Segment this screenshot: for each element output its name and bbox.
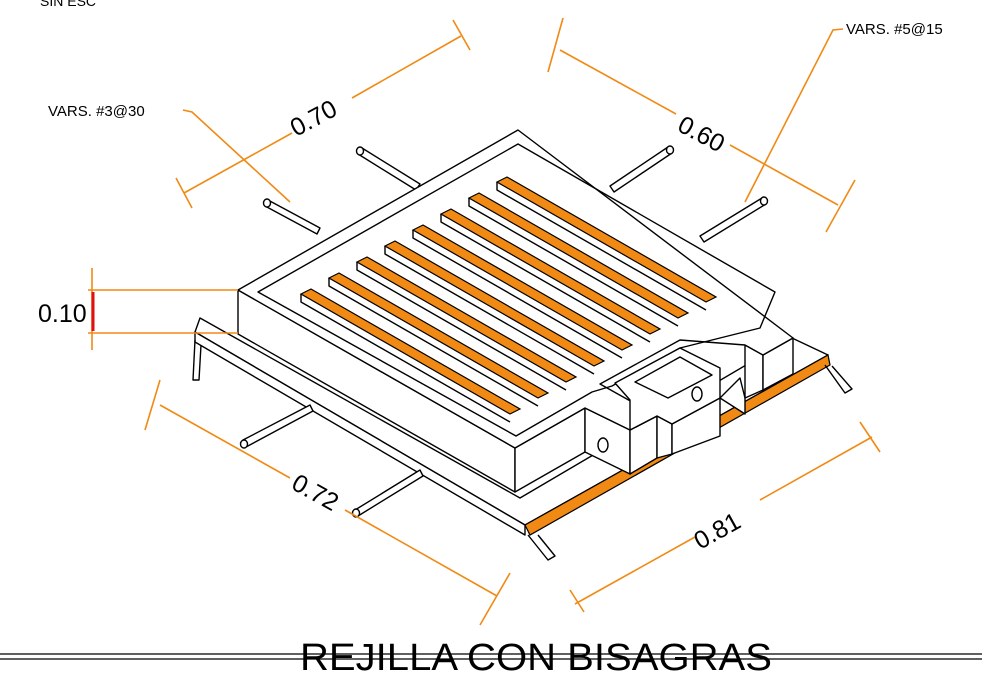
dim-line bbox=[159, 404, 291, 479]
leader-left bbox=[182, 109, 291, 203]
dim-line bbox=[574, 536, 696, 605]
dim-text-bottom-right: 0.81 bbox=[689, 507, 745, 555]
dim-tick bbox=[479, 572, 511, 626]
leader-right bbox=[744, 28, 844, 203]
top-cut-label: SIN ESC bbox=[40, 0, 96, 9]
dim-tick bbox=[825, 179, 856, 233]
dim-text-top-right: 0.60 bbox=[673, 111, 729, 159]
slot bbox=[355, 256, 578, 391]
slot bbox=[327, 272, 550, 407]
slot bbox=[383, 240, 606, 375]
dimension-lines bbox=[88, 17, 881, 626]
drawing-title: REJILLA CON BISAGRAS bbox=[300, 637, 772, 677]
dim-line bbox=[559, 49, 677, 115]
dim-line bbox=[344, 509, 498, 597]
grate-slots bbox=[299, 176, 718, 423]
slot bbox=[495, 176, 718, 311]
rebar-label-right: VARS. #5@15 bbox=[846, 21, 943, 38]
dim-line bbox=[729, 144, 839, 206]
slot bbox=[411, 224, 634, 359]
slot bbox=[439, 208, 662, 343]
dim-line bbox=[759, 436, 873, 501]
dim-text-height: 0.10 bbox=[38, 300, 87, 328]
dim-text-bottom-left: 0.72 bbox=[287, 469, 343, 517]
dim-tick bbox=[452, 19, 471, 51]
dim-tick bbox=[547, 17, 564, 73]
dim-tick bbox=[569, 589, 585, 613]
slot bbox=[299, 288, 522, 423]
leader-lines bbox=[182, 28, 844, 203]
dim-text-top-left: 0.70 bbox=[286, 95, 342, 143]
rebar-label-left: VARS. #3@30 bbox=[48, 103, 145, 120]
dim-tick bbox=[859, 421, 881, 453]
slot bbox=[467, 192, 690, 327]
title-block: REJILLA CON BISAGRAS bbox=[0, 637, 982, 677]
dim-line bbox=[351, 35, 462, 99]
rebars bbox=[239, 145, 769, 518]
dim-tick bbox=[144, 379, 161, 431]
dim-line bbox=[183, 132, 293, 194]
